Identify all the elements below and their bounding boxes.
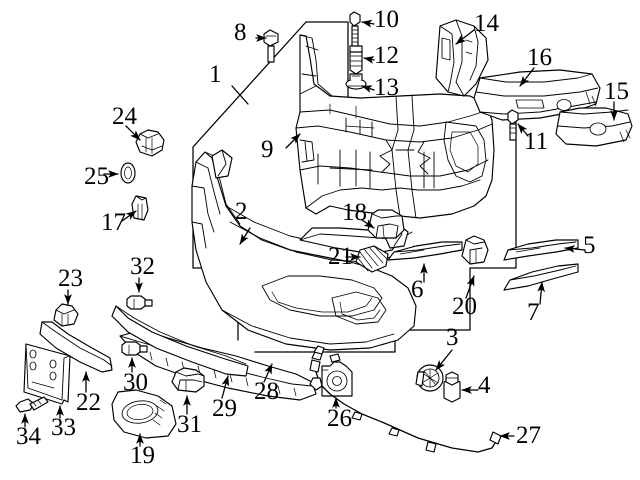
callout-number-3[interactable]: 3 xyxy=(446,324,459,351)
callout-number-33[interactable]: 33 xyxy=(51,414,76,441)
callout-number-10[interactable]: 10 xyxy=(374,6,399,33)
part-22-spoiler-trim xyxy=(39,321,113,373)
part-5-molding-upper-right xyxy=(503,239,579,261)
part-25-grommet xyxy=(120,162,136,184)
part-12-sleeve xyxy=(349,45,363,75)
callout-number-24[interactable]: 24 xyxy=(112,103,137,130)
callout-number-34[interactable]: 34 xyxy=(16,423,41,450)
part-33-license-bracket xyxy=(23,343,71,405)
callout-number-14[interactable]: 14 xyxy=(474,10,499,37)
part-31-fog-bracket xyxy=(171,367,205,393)
part-9-radiator-support xyxy=(295,34,495,219)
callout-number-19[interactable]: 19 xyxy=(130,442,155,469)
part-23-bracket-upper xyxy=(53,303,79,327)
part-3-tow-retainer xyxy=(415,364,444,392)
callout-number-8[interactable]: 8 xyxy=(234,19,247,46)
part-16-impact-bar xyxy=(473,69,601,121)
part-34-screw xyxy=(15,396,49,413)
callout-number-5[interactable]: 5 xyxy=(583,232,596,259)
part-17-wedge-clip xyxy=(131,195,149,221)
part-29-lower-spoiler xyxy=(111,305,249,377)
callout-number-15[interactable]: 15 xyxy=(604,78,629,105)
part-20-side-retainer xyxy=(461,235,489,265)
leader-lines xyxy=(21,19,618,447)
callout-number-6[interactable]: 6 xyxy=(411,276,424,303)
part-8-bolt-hex xyxy=(263,29,279,63)
callout-number-2[interactable]: 2 xyxy=(235,198,248,225)
callout-number-29[interactable]: 29 xyxy=(212,395,237,422)
callout-number-11[interactable]: 11 xyxy=(524,128,549,155)
callout-number-4[interactable]: 4 xyxy=(478,372,491,399)
part-19-fog-lamp-bezel xyxy=(111,389,177,439)
callout-number-13[interactable]: 13 xyxy=(374,74,399,101)
callout-number-21[interactable]: 21 xyxy=(328,243,353,270)
callout-number-25[interactable]: 25 xyxy=(84,163,109,190)
callout-number-22[interactable]: 22 xyxy=(76,389,101,416)
callout-number-27[interactable]: 27 xyxy=(516,422,541,449)
callout-number-28[interactable]: 28 xyxy=(254,378,279,405)
part-18-center-bracket xyxy=(367,209,405,239)
part-30-push-pin xyxy=(121,341,148,356)
callout-number-1[interactable]: 1 xyxy=(209,61,222,88)
part-27-wiring-harness xyxy=(309,345,502,453)
callout-number-20[interactable]: 20 xyxy=(452,293,477,320)
part-24-clip xyxy=(135,129,165,157)
callout-number-9[interactable]: 9 xyxy=(261,136,274,163)
part-6-molding-center xyxy=(387,241,463,261)
callout-number-32[interactable]: 32 xyxy=(130,253,155,280)
callout-number-7[interactable]: 7 xyxy=(527,299,540,326)
callout-number-17[interactable]: 17 xyxy=(101,209,126,236)
callout-number-31[interactable]: 31 xyxy=(177,411,202,438)
part-32-push-pin xyxy=(126,295,153,310)
part-11-bolt xyxy=(507,109,519,141)
callout-number-23[interactable]: 23 xyxy=(58,265,83,292)
callout-number-18[interactable]: 18 xyxy=(342,199,367,226)
callout-number-26[interactable]: 26 xyxy=(327,405,352,432)
part-15-impact-bar-end xyxy=(555,107,633,147)
part-14-absorber-bracket xyxy=(435,19,489,97)
callout-number-12[interactable]: 12 xyxy=(374,42,399,69)
part-21-grille-insert xyxy=(355,245,389,273)
callout-number-30[interactable]: 30 xyxy=(123,369,148,396)
part-4-bolt xyxy=(443,371,461,403)
callout-number-16[interactable]: 16 xyxy=(527,44,552,71)
part-13-nut-retainer xyxy=(345,73,367,90)
